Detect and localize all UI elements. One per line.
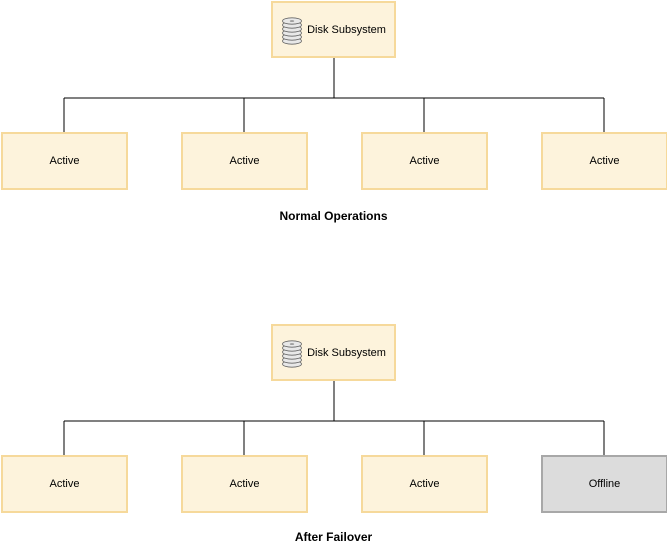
node-status-label: Active bbox=[229, 155, 260, 167]
server-node-4: Active bbox=[541, 132, 667, 190]
disk-subsystem-label: Disk Subsystem bbox=[307, 346, 386, 359]
diagram-caption: After Failover bbox=[294, 530, 373, 544]
disk-subsystem-label: Disk Subsystem bbox=[307, 23, 386, 36]
disk-subsystem-box: Disk Subsystem bbox=[271, 1, 396, 58]
node-status-label: Active bbox=[49, 155, 80, 167]
node-status-label: Active bbox=[409, 478, 440, 490]
diagram-caption: Normal Operations bbox=[279, 209, 388, 223]
disk-stack-icon bbox=[282, 16, 302, 45]
normal-operations-diagram: Disk Subsystem Active Active Active Acti… bbox=[0, 1, 667, 231]
disk-stack-icon bbox=[282, 339, 302, 368]
connector-lines bbox=[63, 58, 605, 132]
after-failover-diagram: Disk Subsystem Active Active Active Offl… bbox=[0, 324, 667, 554]
node-status-label: Active bbox=[49, 478, 80, 490]
server-node-1: Active bbox=[1, 132, 128, 190]
node-status-label: Active bbox=[409, 155, 440, 167]
server-node-2: Active bbox=[181, 455, 308, 513]
connector-lines bbox=[63, 381, 605, 455]
node-status-label: Active bbox=[229, 478, 260, 490]
server-node-1: Active bbox=[1, 455, 128, 513]
server-node-2: Active bbox=[181, 132, 308, 190]
server-node-3: Active bbox=[361, 455, 488, 513]
disk-subsystem-box: Disk Subsystem bbox=[271, 324, 396, 381]
server-node-3: Active bbox=[361, 132, 488, 190]
node-status-label: Active bbox=[589, 155, 620, 167]
node-status-label: Offline bbox=[588, 478, 621, 490]
server-node-4: Offline bbox=[541, 455, 667, 513]
